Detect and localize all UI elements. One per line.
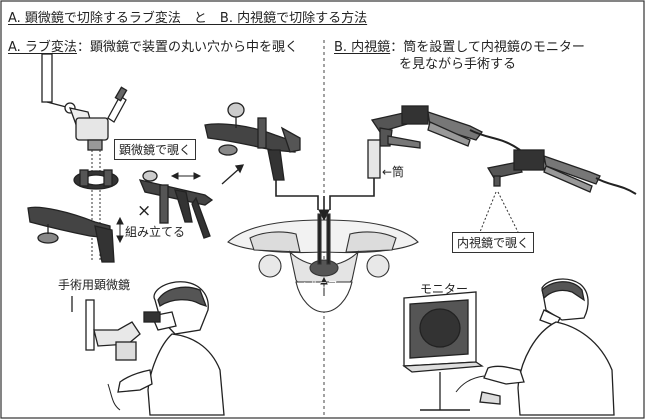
label-surgical-microscope: 手術用顕微鏡 xyxy=(58,278,131,292)
surgeon-endoscope-illustration xyxy=(455,278,615,416)
section-b-desc-1: 筒を設置して内視鏡のモニター xyxy=(403,40,585,55)
section-b-label: B. 内視鏡 xyxy=(334,40,391,55)
retractor-middle-illustration xyxy=(138,170,214,239)
arrow-to-assembled xyxy=(221,164,245,185)
retractor-blade-illustration xyxy=(27,206,115,263)
section-a-heading: A. ラブ変法：顕微鏡で装置の丸い穴から中を覗く xyxy=(8,36,298,55)
section-b-sep: ： xyxy=(390,40,404,55)
section-b-desc-2: を見ながら手術する xyxy=(399,57,517,72)
assembled-device-illustration xyxy=(204,102,301,181)
endo-sight-1 xyxy=(479,191,497,233)
ring-holder-illustration xyxy=(73,169,119,190)
horizontal-double-arrow xyxy=(170,172,202,180)
surgeon-microscope-illustration xyxy=(71,281,225,416)
right-connector xyxy=(329,176,375,210)
section-a-label: A. ラブ変法 xyxy=(8,40,77,55)
section-b-heading: B. 内視鏡：筒を設置して内視鏡のモニター xyxy=(334,36,585,55)
endo-sight-2 xyxy=(497,191,519,233)
label-hernia: ヘルニア xyxy=(301,281,338,291)
label-tube: ←筒 xyxy=(382,165,405,179)
left-connector xyxy=(275,180,319,210)
monitor-illustration xyxy=(402,291,484,411)
page-title: A. 顕微鏡で切除するラブ変法 と B. 内視鏡で切除する方法 xyxy=(8,11,368,26)
endoscope-tube-illustration xyxy=(367,105,521,179)
label-microscope-look: 顕微鏡で覗く xyxy=(114,139,197,160)
assemble-arrow xyxy=(116,216,124,244)
cross-mark: × xyxy=(137,201,152,221)
section-a-desc: 顕微鏡で装置の丸い穴から中を覗く xyxy=(89,40,298,55)
section-a-sep: ： xyxy=(76,40,90,55)
spine-cross-section xyxy=(227,213,419,313)
microscope-top-illustration xyxy=(41,53,128,151)
label-monitor: モニター xyxy=(420,282,469,296)
label-endoscope-look: 内視鏡で覗く xyxy=(452,232,535,253)
label-assemble: 組み立てる xyxy=(125,225,186,239)
hernia-arrow xyxy=(320,276,328,296)
endoscope-right-illustration xyxy=(486,149,637,195)
